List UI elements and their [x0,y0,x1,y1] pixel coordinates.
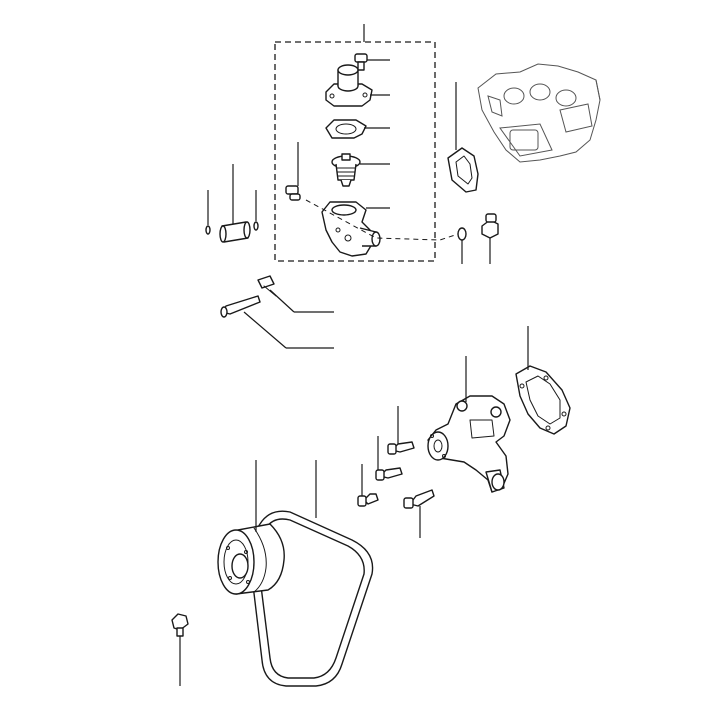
fan-pulley [217,523,285,595]
water-pump [427,395,511,493]
thermostat-housing [321,201,381,257]
pump-bolt-1 [387,441,415,455]
temperature-sensor [481,213,499,239]
stud-long [220,295,261,318]
pump-bolt-4 [403,489,435,509]
engine-block-outline [477,63,601,163]
stud-short [257,275,277,297]
assembly-link-dashed [305,199,459,241]
pump-bolt-3 [357,493,379,507]
thermostat [331,153,361,187]
leader-stud-long [243,311,287,349]
bypass-pipe [219,221,251,243]
water-outlet-flange [325,64,373,107]
leader-stud-short [269,289,295,313]
water-pump-gasket [515,365,571,435]
thermostat-group-box [274,41,436,262]
o-ring-right [253,221,259,231]
o-ring-left [205,225,211,235]
pulley-bolt [171,613,189,637]
thermostat-gasket [325,119,367,139]
cap-screw [354,53,368,71]
sensor-washer [457,227,467,241]
housing-gasket [447,147,479,193]
bypass-fitting [285,185,301,201]
pump-bolt-2 [375,467,403,481]
